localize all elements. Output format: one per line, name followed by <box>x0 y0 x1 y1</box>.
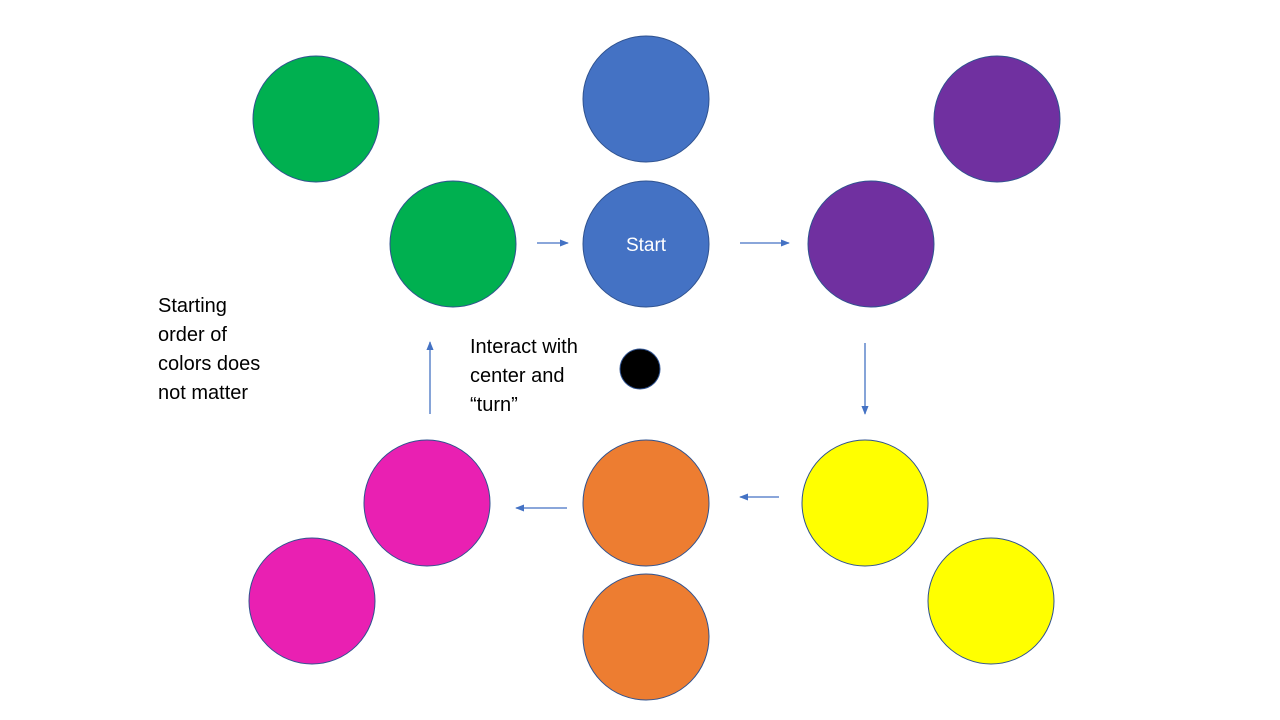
note-line: not matter <box>158 382 249 404</box>
orange-circle-outer <box>582 573 710 701</box>
pink-circle-inner <box>363 439 491 567</box>
note-line: order of <box>158 324 227 346</box>
note-line: “turn” <box>470 394 518 416</box>
purple-circle-inner <box>807 180 935 308</box>
note-line: center and <box>470 365 565 387</box>
interact-note: Interact with center and “turn” <box>470 333 578 420</box>
blue-circle-outer <box>582 35 710 163</box>
pink-circle-outer <box>248 537 376 665</box>
orange-circle-inner <box>582 439 710 567</box>
blue-circle-start <box>582 180 710 308</box>
starting-order-note: Starting order of colors does not matter <box>158 292 260 408</box>
green-circle-inner <box>389 180 517 308</box>
green-circle-outer <box>252 55 380 183</box>
yellow-circle-inner <box>801 439 929 567</box>
purple-circle-outer <box>933 55 1061 183</box>
note-line: Interact with <box>470 336 578 358</box>
yellow-circle-outer <box>927 537 1055 665</box>
note-line: Starting <box>158 295 227 317</box>
center-dot[interactable] <box>619 348 661 390</box>
note-line: colors does <box>158 353 261 375</box>
start-label: Start <box>626 235 667 256</box>
